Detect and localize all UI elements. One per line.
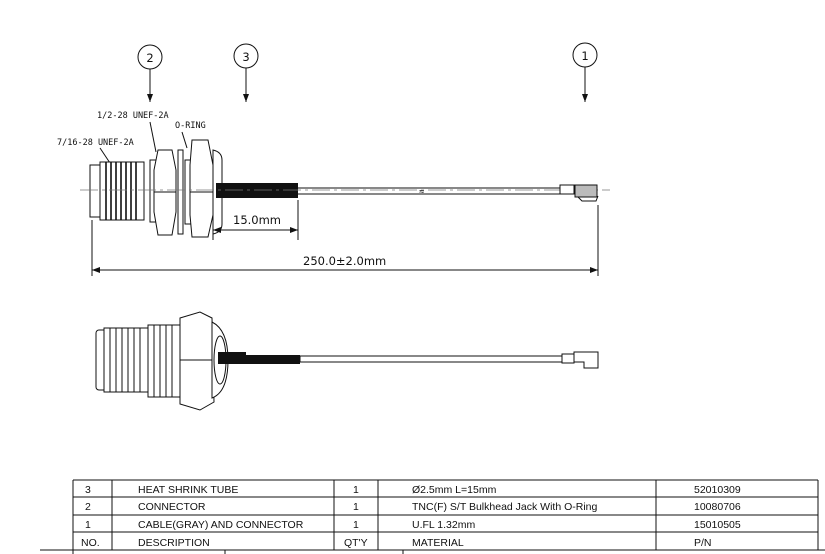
perspective-view-assembly	[95, 311, 599, 411]
top-view-assembly: ≈	[80, 139, 610, 238]
balloon-number: 2	[146, 51, 153, 65]
bom-pn: 15010505	[694, 519, 741, 531]
bom-qty: 1	[353, 484, 359, 496]
bom-no: 2	[85, 501, 91, 513]
leader-line	[181, 131, 188, 149]
leader-line	[149, 121, 157, 153]
bom-header-pn: P/N	[694, 537, 712, 549]
bom-row-3: 3 HEAT SHRINK TUBE 1 Ø2.5mm L=15mm 52010…	[85, 484, 741, 496]
bom-qty: 1	[353, 501, 359, 513]
bom-header-qty: QT'Y	[344, 537, 368, 549]
balloon-2: 2	[137, 44, 163, 102]
bom-material: Ø2.5mm L=15mm	[412, 484, 497, 496]
bom-description: CONNECTOR	[138, 501, 206, 513]
dimension-text: 15.0mm	[233, 213, 281, 227]
balloon-1: 1	[572, 42, 598, 102]
leader-line	[99, 147, 111, 164]
bom-qty: 1	[353, 519, 359, 531]
dimension-15mm: 15.0mm	[212, 200, 299, 240]
bom-no: 1	[85, 519, 91, 531]
bom-description: HEAT SHRINK TUBE	[138, 484, 238, 496]
bom-material: U.FL 1.32mm	[412, 519, 475, 531]
bom-no: 3	[85, 484, 91, 496]
bom-row-2: 2 CONNECTOR 1 TNC(F) S/T Bulkhead Jack W…	[85, 501, 741, 513]
bom-header-material: MATERIAL	[412, 537, 464, 549]
bom-header-no: NO.	[81, 537, 100, 549]
thread-large-label: 1/2-28 UNEF-2A	[97, 111, 169, 121]
dimension-250mm: 250.0±2.0mm	[91, 205, 599, 276]
o-ring-label: O-RING	[175, 121, 206, 131]
bom-row-1: 1 CABLE(GRAY) AND CONNECTOR 1 U.FL 1.32m…	[85, 519, 741, 531]
svg-text:≈: ≈	[419, 187, 424, 197]
bom-table	[40, 479, 825, 554]
dimension-text: 250.0±2.0mm	[303, 254, 386, 268]
balloon-number: 1	[581, 49, 588, 63]
bom-header-description: DESCRIPTION	[138, 537, 210, 549]
bom-header-row: NO. DESCRIPTION QT'Y MATERIAL P/N	[81, 537, 712, 549]
balloon-3: 3	[233, 43, 259, 102]
bom-material: TNC(F) S/T Bulkhead Jack With O-Ring	[412, 501, 598, 513]
balloon-number: 3	[242, 50, 249, 64]
bom-pn: 52010309	[694, 484, 741, 496]
thread-small-label: 7/16-28 UNEF-2A	[57, 138, 134, 148]
bom-description: CABLE(GRAY) AND CONNECTOR	[138, 519, 304, 531]
bom-pn: 10080706	[694, 501, 741, 513]
